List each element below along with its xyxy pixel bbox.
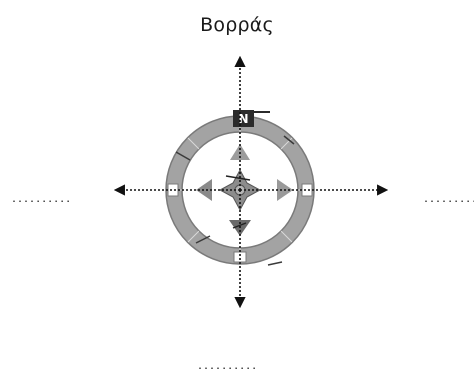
compass-axes [116, 58, 386, 306]
north-badge-letter: N [238, 112, 248, 126]
